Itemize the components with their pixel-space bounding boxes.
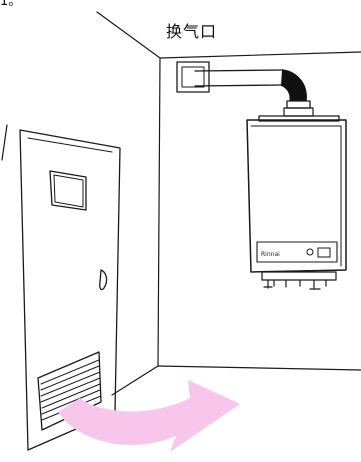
exhaust-pipe [195, 70, 313, 116]
heater-bottom-fittings [262, 272, 336, 289]
door-window [50, 171, 86, 210]
airflow-arrow-icon [58, 380, 240, 452]
wall-vent-outlet [177, 62, 209, 92]
heater-brand-text: Rinnai [261, 251, 280, 258]
water-heater-icon: Rinnai [247, 116, 346, 289]
door-handle [100, 270, 107, 290]
heater-control-panel: Rinnai [257, 242, 337, 262]
door-icon [20, 130, 120, 450]
